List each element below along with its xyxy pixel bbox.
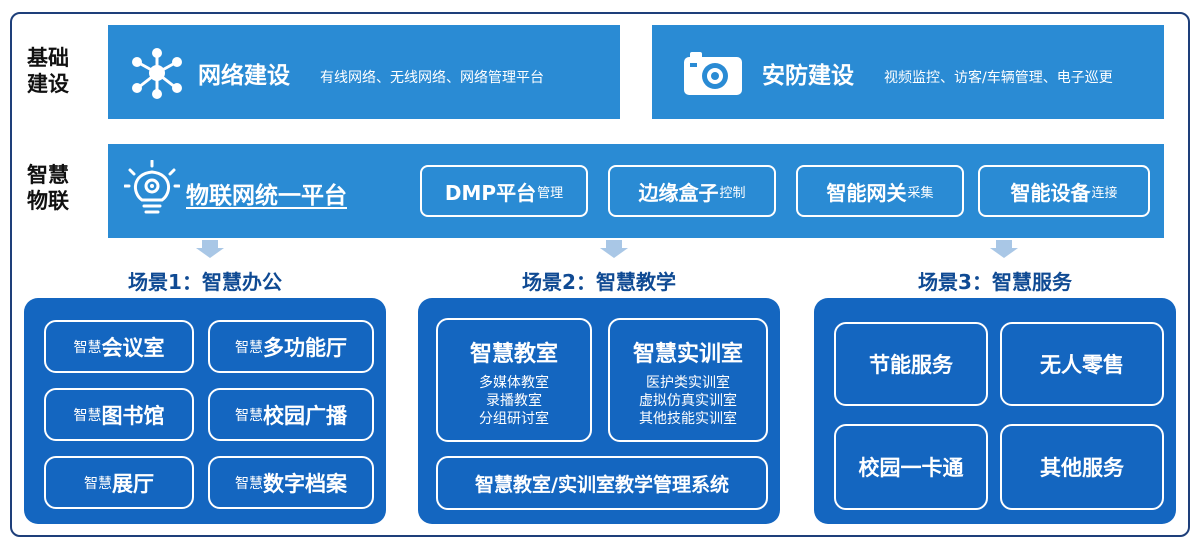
- unmanned-retail-card[interactable]: 无人零售: [1000, 322, 1164, 406]
- smart-classroom-card[interactable]: 智慧教室 多媒体教室 录播教室 分组研讨室: [436, 318, 592, 442]
- meeting-room-card[interactable]: 智慧会议室: [44, 320, 194, 373]
- smart-gateway-pill: 智能网关 采集: [796, 165, 964, 217]
- network-construction-box: 网络建设 有线网络、无线网络、网络管理平台: [108, 25, 620, 119]
- classroom-type: 录播教室: [486, 393, 542, 409]
- camera-icon: [684, 52, 742, 95]
- card-label: 校园广播: [263, 403, 347, 428]
- row-label-line: 基础: [27, 46, 69, 70]
- scene-3-title: 场景3：智慧服务: [918, 270, 1072, 294]
- energy-saving-service-card[interactable]: 节能服务: [834, 322, 988, 406]
- smart-teaching-panel: 智慧教室 多媒体教室 录播教室 分组研讨室 智慧实训室 医护类实训室 虚拟仿真实…: [418, 298, 780, 524]
- teaching-management-system-card[interactable]: 智慧教室/实训室教学管理系统: [436, 456, 768, 510]
- card-label: 其他服务: [1040, 456, 1124, 480]
- module-sublabel: 管理: [537, 185, 564, 201]
- module-label: DMP平台: [444, 180, 537, 205]
- card-prefix: 智慧: [73, 339, 102, 356]
- card-label: 数字档案: [263, 471, 347, 496]
- card-prefix: 智慧: [73, 407, 102, 424]
- module-label: 智能设备: [1010, 180, 1091, 205]
- system-label: 智慧教室/实训室教学管理系统: [475, 473, 729, 496]
- card-label: 校园一卡通: [858, 456, 964, 480]
- iot-platform-bar: 物联网统一平台 DMP平台 管理 边缘盒子 控制 智能网关 采集 智能设备 连接: [108, 144, 1164, 238]
- security-description: 视频监控、访客/车辆管理、电子巡更: [884, 70, 1113, 86]
- security-construction-box: 安防建设 视频监控、访客/车辆管理、电子巡更: [652, 25, 1164, 119]
- card-label: 图书馆: [101, 403, 165, 428]
- card-label: 展厅: [112, 471, 154, 496]
- lab-type: 虚拟仿真实训室: [639, 393, 737, 409]
- edge-box-pill: 边缘盒子 控制: [608, 165, 776, 217]
- card-prefix: 智慧: [235, 339, 263, 356]
- row-label-line: 建设: [27, 72, 69, 96]
- classroom-type: 多媒体教室: [479, 375, 549, 391]
- module-label: 智能网关: [826, 180, 907, 205]
- network-description: 有线网络、无线网络、网络管理平台: [320, 70, 544, 86]
- smart-device-pill: 智能设备 连接: [978, 165, 1150, 217]
- library-card[interactable]: 智慧图书馆: [44, 388, 194, 441]
- network-nodes-icon: [132, 48, 182, 99]
- iot-platform-title[interactable]: 物联网统一平台: [186, 183, 347, 209]
- module-sublabel: 采集: [907, 185, 934, 201]
- module-sublabel: 控制: [719, 185, 746, 201]
- lab-type: 其他技能实训室: [639, 411, 737, 427]
- row-label-line: 智慧: [27, 163, 69, 187]
- digital-archive-card[interactable]: 智慧数字档案: [208, 456, 374, 509]
- scene-2-title: 场景2：智慧教学: [522, 270, 676, 294]
- multi-function-hall-card[interactable]: 智慧多功能厅: [208, 320, 374, 373]
- infrastructure-row-label: 基础 建设: [18, 45, 78, 97]
- card-label: 多功能厅: [263, 335, 347, 360]
- lab-title: 智慧实训室: [632, 342, 743, 367]
- card-prefix: 智慧: [84, 475, 112, 492]
- iot-row-label: 智慧 物联: [18, 162, 78, 214]
- dmp-platform-pill: DMP平台 管理: [420, 165, 588, 217]
- classroom-title: 智慧教室: [469, 342, 558, 367]
- module-label: 边缘盒子: [638, 180, 719, 205]
- lightbulb-gear-icon: [124, 160, 180, 214]
- module-sublabel: 连接: [1091, 185, 1118, 201]
- campus-broadcast-card[interactable]: 智慧校园广播: [208, 388, 374, 441]
- outer-frame: [10, 12, 1190, 537]
- smart-training-room-card[interactable]: 智慧实训室 医护类实训室 虚拟仿真实训室 其他技能实训室: [608, 318, 768, 442]
- campus-card-card[interactable]: 校园一卡通: [834, 424, 988, 510]
- smart-service-panel: 节能服务 无人零售 校园一卡通 其他服务: [814, 298, 1176, 524]
- smart-office-panel: 智慧会议室 智慧多功能厅 智慧图书馆 智慧校园广播 智慧展厅 智慧数字档案: [24, 298, 386, 524]
- card-label: 会议室: [101, 335, 165, 360]
- security-title: 安防建设: [762, 63, 854, 89]
- card-prefix: 智慧: [235, 407, 263, 424]
- lab-type: 医护类实训室: [646, 375, 730, 391]
- row-label-line: 物联: [27, 189, 69, 213]
- classroom-type: 分组研讨室: [479, 411, 549, 427]
- card-label: 无人零售: [1040, 353, 1124, 377]
- scene-1-title: 场景1：智慧办公: [128, 270, 282, 294]
- exhibition-hall-card[interactable]: 智慧展厅: [44, 456, 194, 509]
- card-label: 节能服务: [869, 353, 953, 377]
- card-prefix: 智慧: [235, 475, 263, 492]
- network-title: 网络建设: [198, 63, 290, 89]
- other-services-card[interactable]: 其他服务: [1000, 424, 1164, 510]
